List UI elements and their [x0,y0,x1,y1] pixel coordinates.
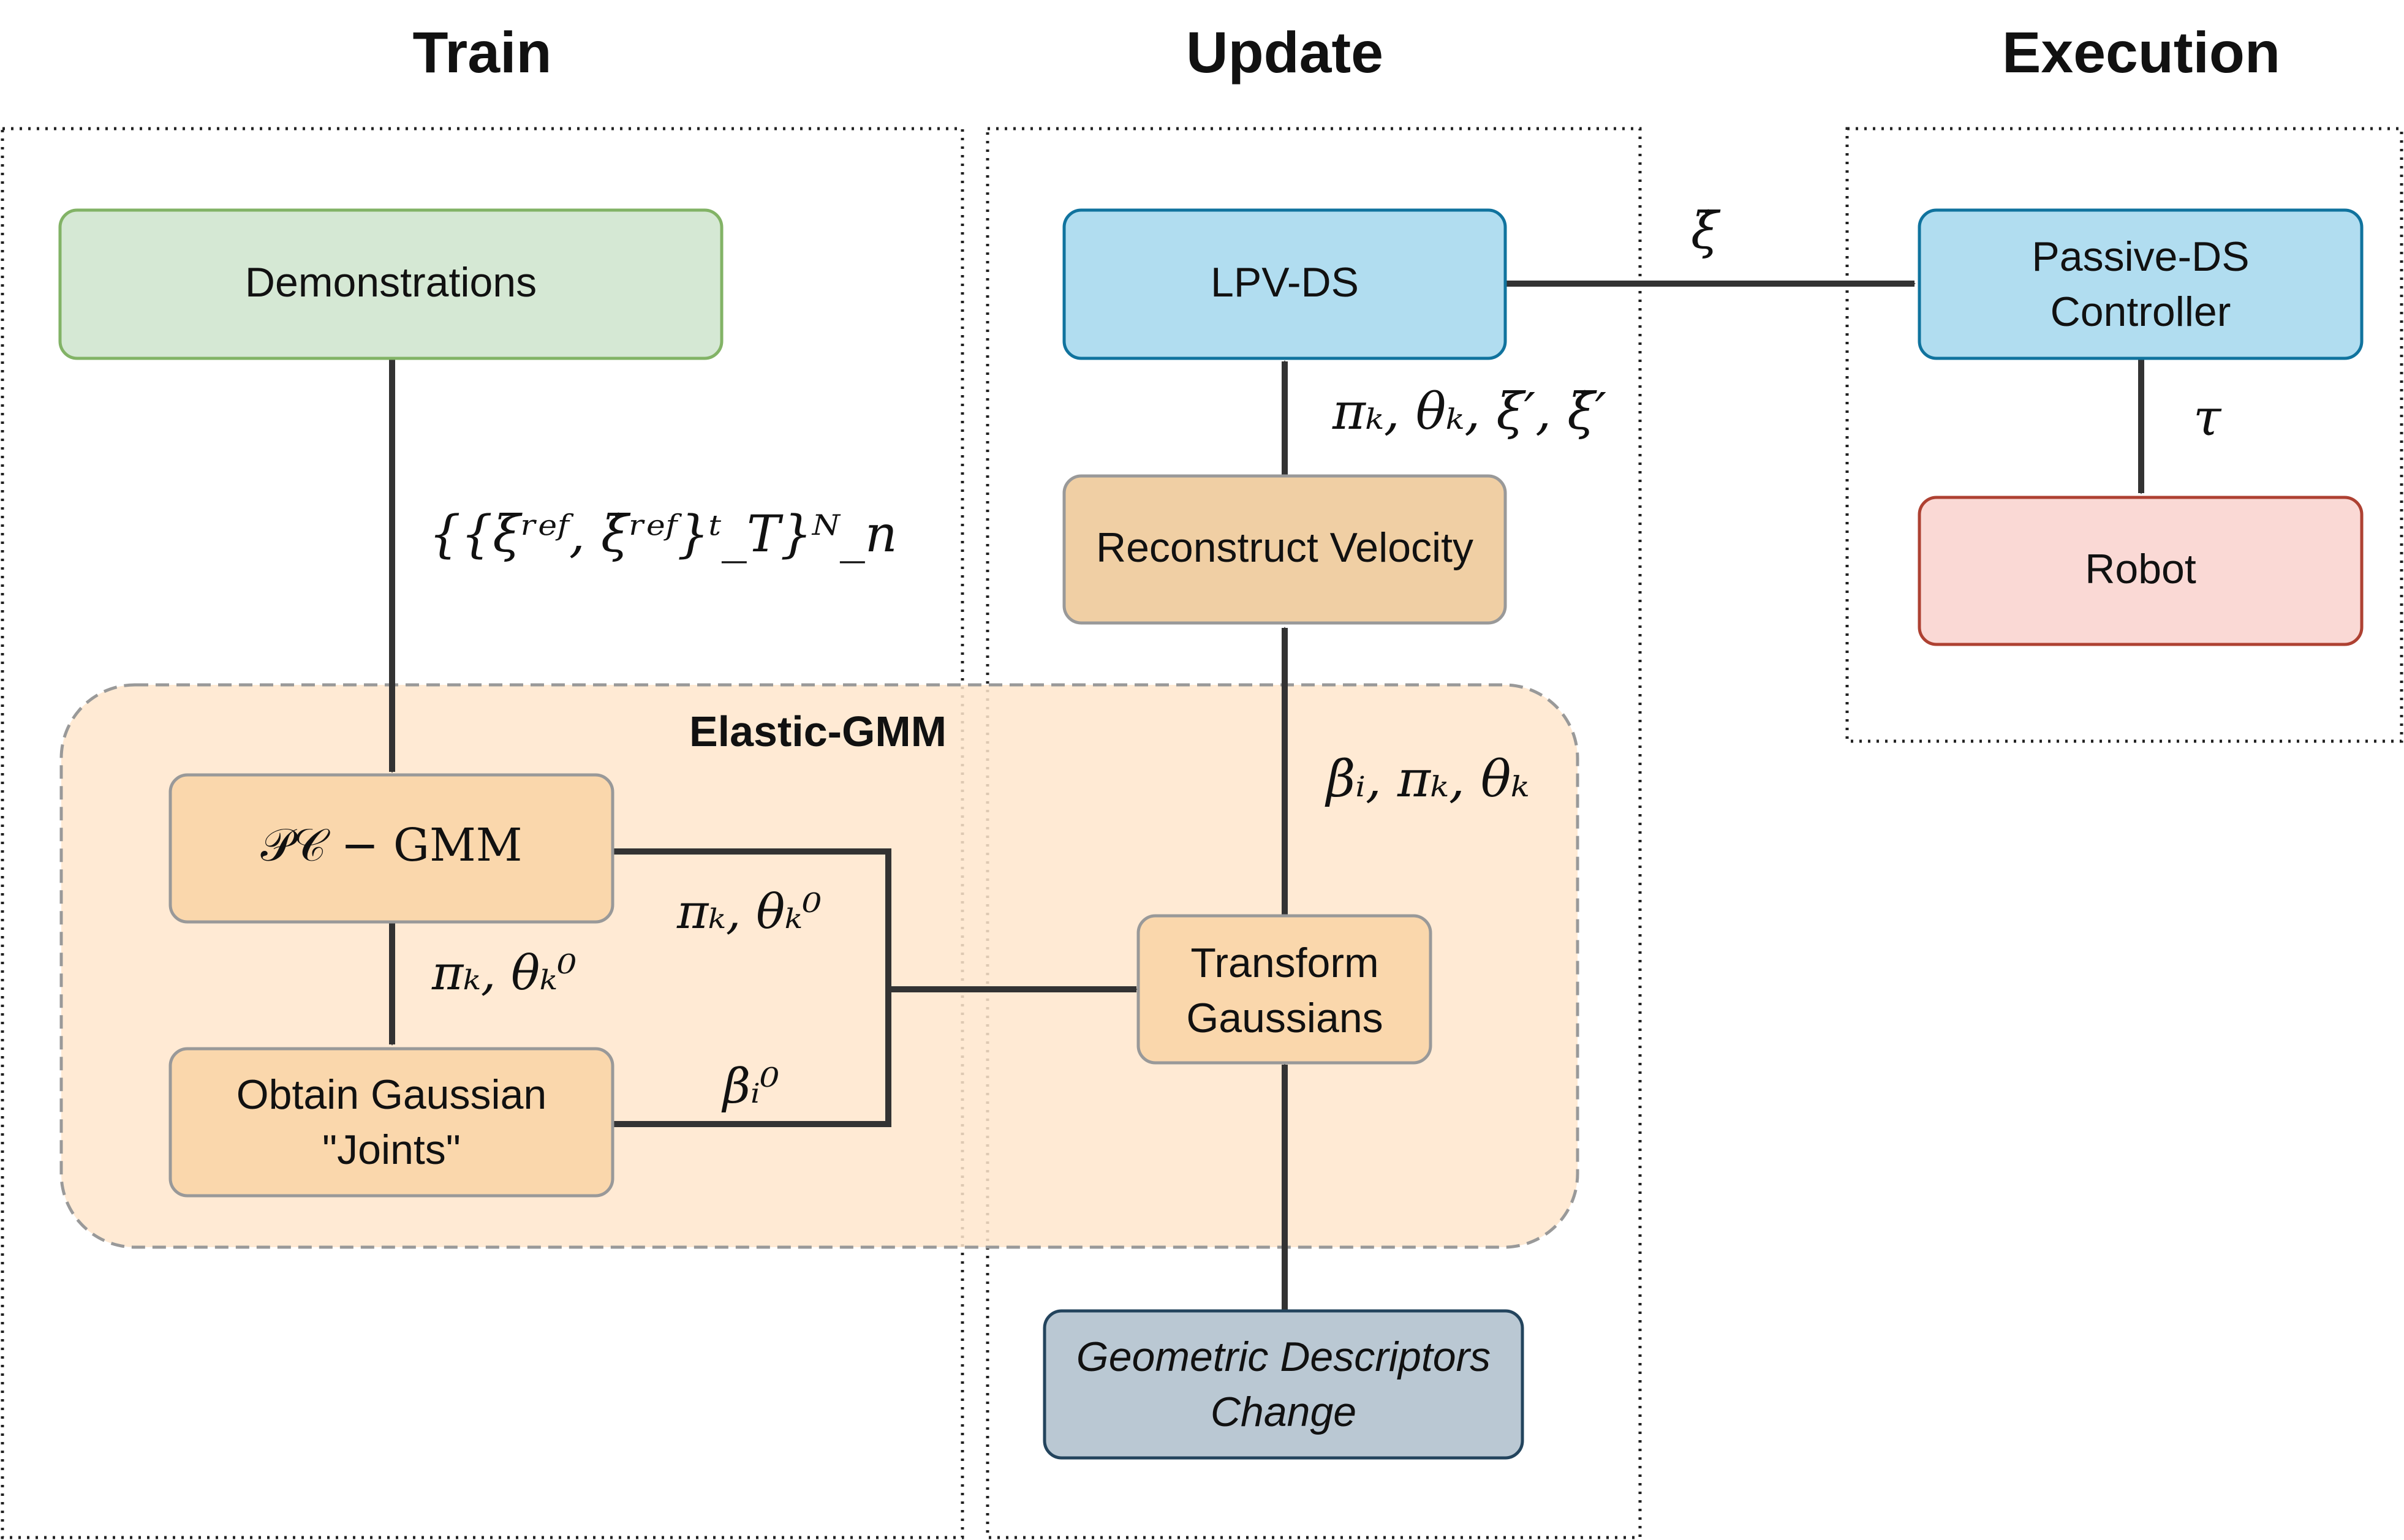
demonstrations-label: Demonstrations [245,259,537,306]
edge-joints-right [613,989,891,1127]
pc-out-down-label: πₖ, θₖ⁰ [431,946,576,1001]
lpv-out-label: ξ̇ [1691,202,1721,260]
lpv-ds-label: LPV-DS [1211,259,1359,306]
obtain-joints-label-line1: Obtain Gaussian [236,1071,547,1118]
edge-pcgmm-right [613,848,891,989]
transform-out-label: βᵢ, πₖ, θₖ [1325,750,1529,809]
obtain-joints-node [168,1047,614,1198]
elastic-gmm-label: Elastic-GMM [689,708,947,755]
section-title-train: Train [412,20,551,85]
pc-gmm-node [168,773,614,924]
geometric-label-line2: Change [1211,1389,1356,1435]
pc-out-right-label: πₖ, θₖ⁰ [676,885,822,940]
beta-init-label: βᵢ⁰ [721,1059,779,1114]
obtain-joints-label-line2: "Joints" [322,1127,461,1173]
section-title-update: Update [1186,20,1383,85]
robot-label: Robot [2085,546,2196,592]
demonstrations-node [58,208,724,360]
reconstruct-label: Reconstruct Velocity [1096,524,1473,571]
geometric-descriptors-node [1043,1309,1524,1460]
update-frame [986,127,1642,1539]
passive-ds-controller-node [1918,208,2364,360]
lpv-ds-node [1062,208,1507,360]
transform-label-line1: Transform [1190,940,1378,986]
geometric-label-line1: Geometric Descriptors [1076,1334,1491,1380]
section-title-execution: Execution [2002,20,2280,85]
torque-label: τ [2193,389,2222,447]
demos-set-label: {{ξʳᵉᶠ, ξ̇ʳᵉᶠ}ᵗ_T}ᴺ_n [429,505,898,564]
pc-gmm-label: 𝒫𝒞 − GMM [260,819,522,872]
passive-label-line2: Controller [2051,289,2231,335]
reconstruct-velocity-node [1062,474,1507,625]
transform-gaussians-node [1136,914,1432,1065]
transform-label-line2: Gaussians [1186,995,1383,1041]
reconstruct-out-label: πₖ, θₖ, ξ′, ξ̇′ [1332,383,1606,441]
passive-label-line1: Passive-DS [2032,233,2249,280]
robot-node [1918,496,2364,646]
